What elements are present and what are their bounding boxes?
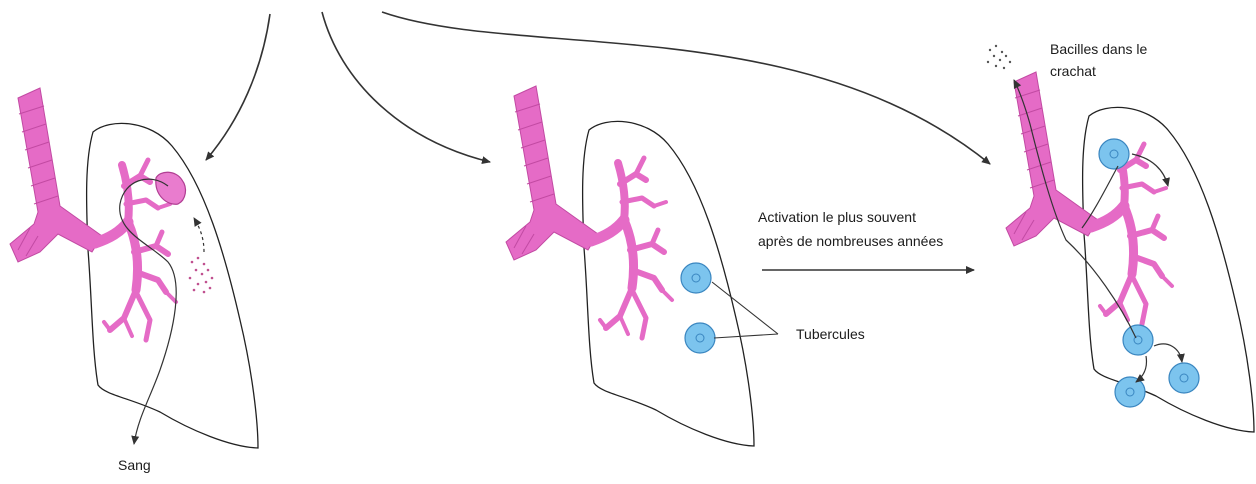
trachea-1 <box>10 88 102 262</box>
sang-label: Sang <box>118 457 151 473</box>
bronchial-tree-3 <box>1091 144 1172 324</box>
tubercle-3b <box>1169 363 1199 393</box>
cavity-upper <box>1099 139 1129 169</box>
lung-outline-2 <box>583 121 754 446</box>
tubercle-2b <box>685 323 715 353</box>
incoming-arrow-left <box>206 14 270 160</box>
bronchial-tree-2 <box>591 158 672 338</box>
dispersal-arrow <box>194 218 204 252</box>
tubercle-3a <box>1115 377 1145 407</box>
panel-reactivation <box>1006 72 1254 432</box>
spread-arrow-2 <box>1154 344 1182 362</box>
primary-focus <box>156 172 186 204</box>
activation-label-line1: Activation le plus souvent <box>758 209 916 225</box>
tubercle-2a <box>681 263 711 293</box>
sputum-spray <box>987 45 1011 69</box>
incoming-arrow-right <box>382 12 990 164</box>
tubercules-label: Tubercules <box>796 326 865 342</box>
tubercle-leader-lines <box>712 282 778 338</box>
bacilles-label-line1: Bacilles dans le <box>1050 41 1147 57</box>
incoming-arrow-middle <box>322 12 490 162</box>
activation-label-line2: après de nombreuses années <box>758 233 943 249</box>
panel-latent-tubercles <box>506 86 754 446</box>
spread-arrow-3 <box>1136 356 1147 382</box>
trachea-2 <box>506 86 598 260</box>
bacteria-dots-1 <box>189 257 214 294</box>
lung-outline-1 <box>87 123 258 448</box>
bacilles-label-line2: crachat <box>1050 63 1096 79</box>
trachea-3 <box>1006 72 1098 246</box>
cavity-lower <box>1123 325 1153 355</box>
